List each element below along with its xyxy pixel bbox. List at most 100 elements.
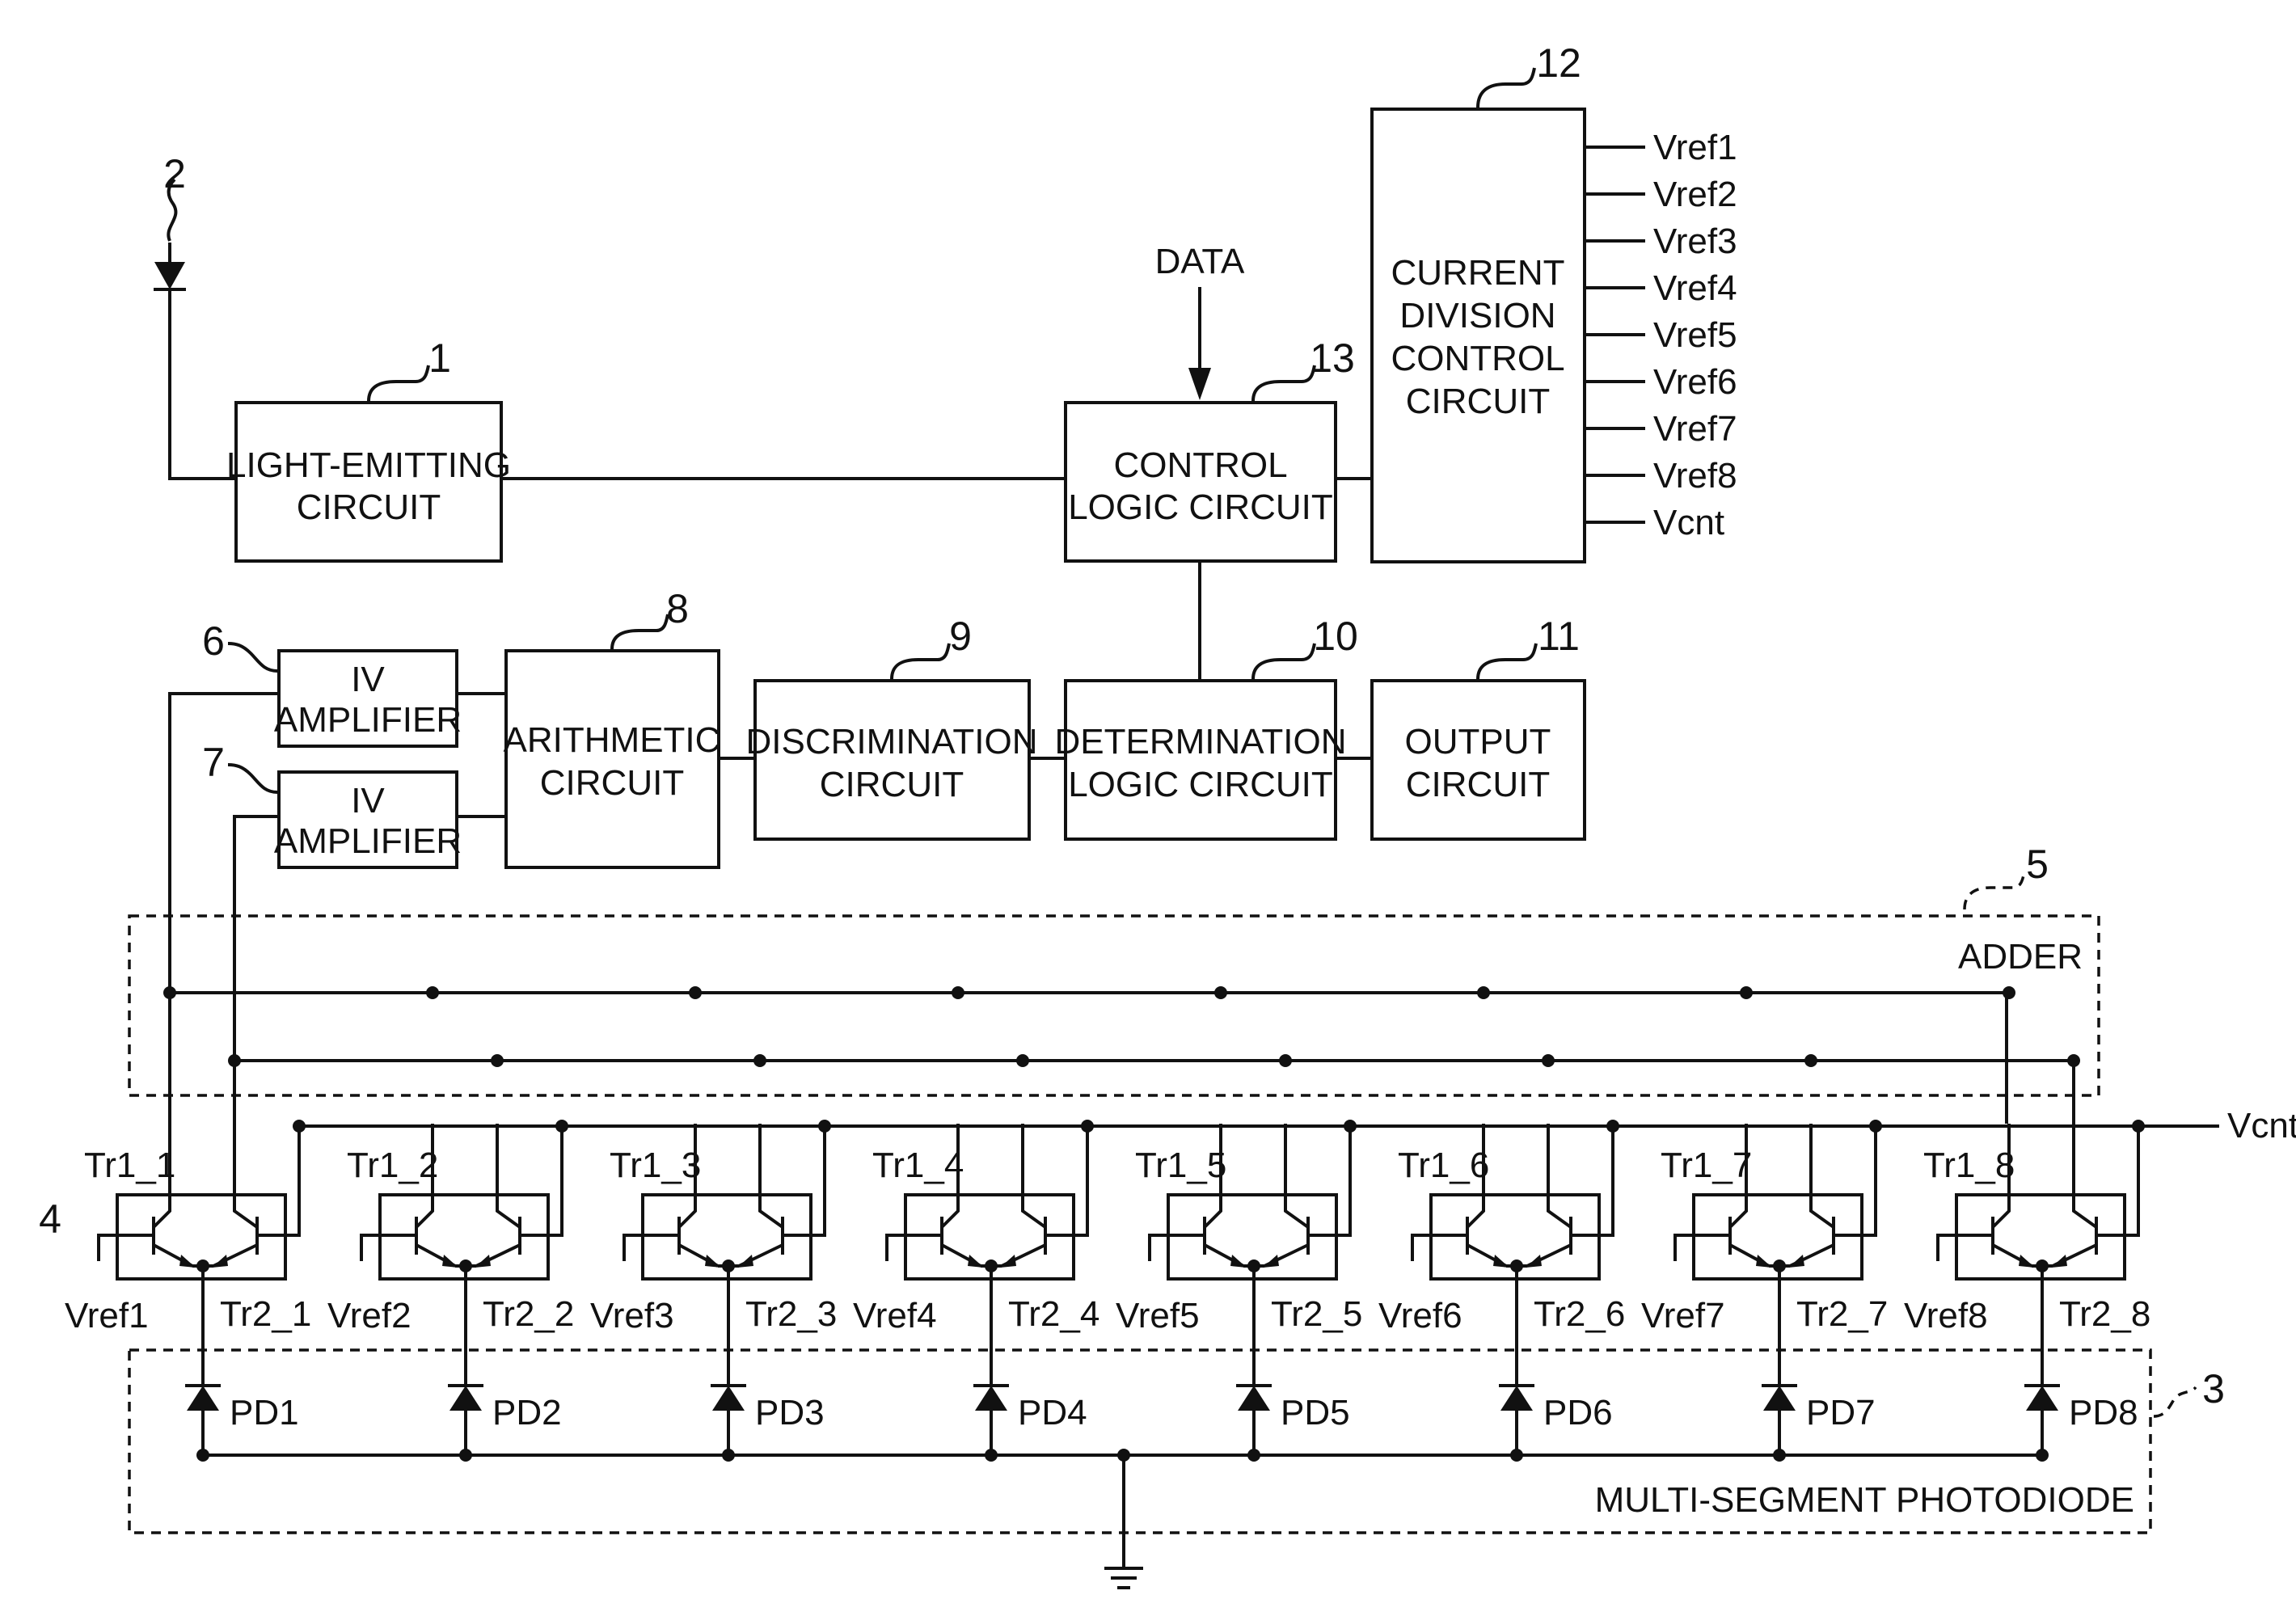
control-logic-label-2: LOGIC CIRCUIT xyxy=(1068,487,1333,527)
iv-amp-1-label-1: IV xyxy=(351,660,385,699)
arithmetic-label-2: CIRCUIT xyxy=(540,763,684,803)
photodiode-label: PD7 xyxy=(1806,1393,1876,1432)
tr1-label: Tr1_5 xyxy=(1135,1146,1226,1185)
ccc-output-label: Vref5 xyxy=(1653,315,1737,355)
control-logic-label-1: CONTROL xyxy=(1113,445,1287,485)
arithmetic-circuit-block: ARITHMETIC CIRCUIT xyxy=(504,651,721,867)
tr2-label: Tr2_2 xyxy=(483,1294,574,1334)
tr1-label: Tr1_1 xyxy=(84,1146,175,1185)
ccc-output-label: Vref7 xyxy=(1653,409,1737,449)
iv-amp-2-label-1: IV xyxy=(351,781,385,821)
ccc-label-1: CURRENT xyxy=(1391,253,1564,293)
control-logic-circuit-block: CONTROL LOGIC CIRCUIT xyxy=(1066,403,1336,561)
tr2-label: Tr2_6 xyxy=(1534,1294,1625,1334)
transistor-cell: Tr1_1Tr2_1 Vref1PD1 xyxy=(65,986,311,1462)
photodiode-label: PD6 xyxy=(1543,1393,1613,1432)
ref-adder: 5 xyxy=(2026,842,2049,887)
light-emitting-label-1: LIGHT-EMITTING xyxy=(226,445,511,485)
tr2-label: Tr2_7 xyxy=(1796,1294,1888,1334)
ref-led: 2 xyxy=(163,151,186,196)
photodiode-label: PD4 xyxy=(1018,1393,1087,1432)
vref-label: Vref4 xyxy=(853,1296,937,1335)
output-label-1: OUTPUT xyxy=(1405,722,1551,762)
tr2-label: Tr2_5 xyxy=(1271,1294,1362,1334)
tr2-label: Tr2_1 xyxy=(220,1294,311,1334)
ref-iv-amp-1: 6 xyxy=(202,618,225,664)
transistor-photodiode-cells: Tr1_1Tr2_1Vref1PD1Tr1_2Tr2_2Vref2PD2Tr1_… xyxy=(65,986,2150,1462)
photodiode-group-label: MULTI-SEGMENT PHOTODIODE xyxy=(1595,1480,2134,1520)
tr1-label: Tr1_7 xyxy=(1661,1146,1752,1185)
discrimination-label-1: DISCRIMINATION xyxy=(746,722,1038,762)
tr2-label: Tr2_3 xyxy=(745,1294,837,1334)
output-label-2: CIRCUIT xyxy=(1406,765,1550,804)
photodiode-label: PD5 xyxy=(1281,1393,1350,1432)
light-emitting-circuit-block: LIGHT-EMITTING CIRCUIT xyxy=(226,403,511,561)
transistor-cell: Tr1_5Tr2_5 Vref5PD5 xyxy=(1116,986,1362,1462)
determination-logic-circuit-block: DETERMINATION LOGIC CIRCUIT xyxy=(1055,681,1347,839)
ref-discrimination: 9 xyxy=(949,614,972,659)
ccc-output-lines: Vref1Vref2Vref3Vref4Vref5Vref6Vref7Vref8… xyxy=(1585,128,1737,542)
vref-label: Vref3 xyxy=(590,1296,674,1335)
transistor-cell: Tr1_2Tr2_2 Vref2PD2 xyxy=(327,986,574,1462)
vref-label: Vref1 xyxy=(65,1296,149,1335)
photodiode-label: PD2 xyxy=(492,1393,562,1432)
tr2-label: Tr2_8 xyxy=(2059,1294,2150,1334)
transistor-cell: Tr1_8Tr2_8 Vref8PD8 xyxy=(1904,986,2150,1462)
transistor-cell: Tr1_7Tr2_7 Vref7PD7 xyxy=(1641,986,1888,1462)
ref-arithmetic: 8 xyxy=(666,586,689,631)
vref-label: Vref8 xyxy=(1904,1296,1988,1335)
ref-determination: 10 xyxy=(1313,614,1358,659)
ccc-output-label: Vref3 xyxy=(1653,222,1737,261)
data-input-label: DATA xyxy=(1155,242,1245,281)
tr1-label: Tr1_2 xyxy=(347,1146,438,1185)
determination-label-2: LOGIC CIRCUIT xyxy=(1068,765,1333,804)
current-division-control-circuit-block: CURRENT DIVISION CONTROL CIRCUIT xyxy=(1372,109,1585,562)
ref-control-logic: 13 xyxy=(1310,335,1355,381)
transistor-cell: Tr1_4Tr2_4 Vref4PD4 xyxy=(853,986,1099,1462)
vcnt-terminal-label: Vcnt xyxy=(2227,1106,2296,1146)
iv-amplifier-2-block: IV AMPLIFIER xyxy=(274,772,462,867)
photodiode-label: PD1 xyxy=(230,1393,299,1432)
ref-photodiode: 3 xyxy=(2202,1366,2225,1411)
vref-label: Vref2 xyxy=(327,1296,412,1335)
ccc-output-label: Vref2 xyxy=(1653,175,1737,214)
arithmetic-label-1: ARITHMETIC xyxy=(504,720,721,760)
ref-current-division: 12 xyxy=(1536,40,1581,86)
output-circuit-block: OUTPUT CIRCUIT xyxy=(1372,681,1585,839)
tr1-label: Tr1_8 xyxy=(1923,1146,2015,1185)
ccc-output-label: Vref8 xyxy=(1653,456,1737,496)
iv-amp-1-label-2: AMPLIFIER xyxy=(274,700,462,740)
tr1-label: Tr1_3 xyxy=(610,1146,701,1185)
ref-transistor-array: 4 xyxy=(39,1196,61,1242)
transistor-cell: Tr1_6Tr2_6 Vref6PD6 xyxy=(1378,986,1625,1462)
ccc-label-2: DIVISION xyxy=(1399,296,1555,335)
ref-iv-amp-2: 7 xyxy=(202,740,225,785)
ref-output: 11 xyxy=(1538,614,1580,659)
adder-frame: ADDER xyxy=(129,916,2099,1095)
ccc-label-3: CONTROL xyxy=(1391,339,1564,378)
light-emitting-label-2: CIRCUIT xyxy=(297,487,441,527)
ref-light-emitting: 1 xyxy=(428,335,451,381)
ccc-output-label: Vref4 xyxy=(1653,268,1737,308)
ccc-output-label: Vref6 xyxy=(1653,362,1737,402)
iv-amp-2-label-2: AMPLIFIER xyxy=(274,821,462,861)
discrimination-label-2: CIRCUIT xyxy=(820,765,964,804)
tr2-label: Tr2_4 xyxy=(1008,1294,1099,1334)
iv-amplifier-1-block: IV AMPLIFIER xyxy=(274,651,462,746)
photodiode-label: PD8 xyxy=(2069,1393,2138,1432)
tr1-label: Tr1_6 xyxy=(1398,1146,1489,1185)
adder-label: ADDER xyxy=(1958,937,2083,977)
vref-label: Vref7 xyxy=(1641,1296,1725,1335)
ccc-output-label: Vref1 xyxy=(1653,128,1737,167)
tr1-label: Tr1_4 xyxy=(872,1146,964,1185)
photodiode-frame: MULTI-SEGMENT PHOTODIODE xyxy=(129,1350,2150,1533)
ccc-label-4: CIRCUIT xyxy=(1406,382,1550,421)
discrimination-circuit-block: DISCRIMINATION CIRCUIT xyxy=(746,681,1038,839)
ccc-output-label: Vcnt xyxy=(1653,503,1724,542)
vref-label: Vref5 xyxy=(1116,1296,1200,1335)
vref-label: Vref6 xyxy=(1378,1296,1462,1335)
transistor-cell: Tr1_3Tr2_3 Vref3PD3 xyxy=(590,986,837,1462)
determination-label-1: DETERMINATION xyxy=(1055,722,1347,762)
photodiode-label: PD3 xyxy=(755,1393,825,1432)
